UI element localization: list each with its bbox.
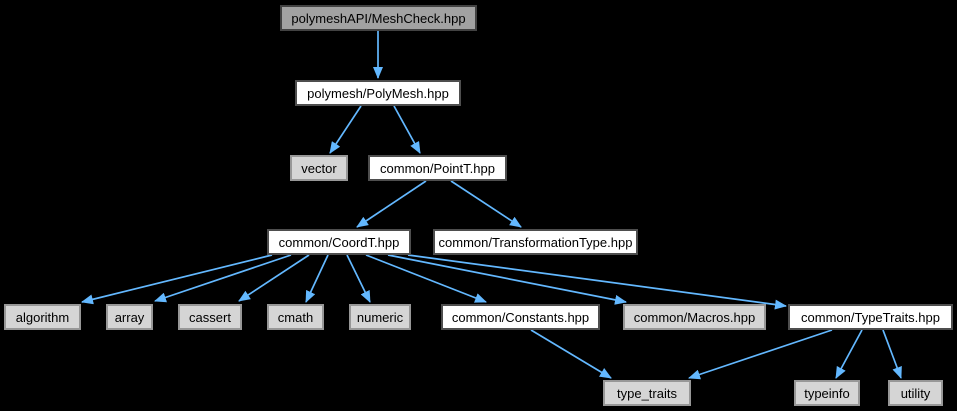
edge-typetraits-to-typeinfo — [835, 329, 863, 379]
edge-coordt-to-algorithm — [81, 254, 273, 305]
edge-typetraits-to-utility — [882, 329, 902, 379]
edge-constants-to-type-traits — [530, 329, 612, 379]
edge-polymesh-to-vector — [329, 105, 362, 154]
edge-coordt-to-cassert — [238, 254, 310, 302]
node-array[interactable]: array — [106, 304, 153, 330]
node-numeric[interactable]: numeric — [349, 304, 411, 330]
node-polymeshapi-meshcheck-hpp[interactable]: polymeshAPI/MeshCheck.hpp — [280, 5, 477, 31]
edge-pointt-to-coordt — [356, 180, 427, 228]
edge-coordt-to-typetraits — [407, 254, 787, 310]
node-common-constants-hpp[interactable]: common/Constants.hpp — [441, 304, 600, 330]
edge-coordt-to-cmath — [305, 254, 329, 303]
edge-polymesh-to-pointt — [393, 105, 421, 154]
node-typeinfo[interactable]: typeinfo — [794, 380, 860, 406]
node-common-transformationtype-hpp[interactable]: common/TransformationType.hpp — [433, 229, 638, 255]
edge-coordt-to-numeric — [346, 254, 371, 303]
node-utility[interactable]: utility — [888, 380, 943, 406]
node-algorithm[interactable]: algorithm — [4, 304, 81, 330]
edge-coordt-to-macros — [387, 254, 627, 305]
node-cmath[interactable]: cmath — [267, 304, 324, 330]
node-cassert[interactable]: cassert — [178, 304, 242, 330]
node-common-pointt-hpp[interactable]: common/PointT.hpp — [368, 155, 507, 181]
edge-coordt-to-array — [154, 254, 292, 303]
node-vector[interactable]: vector — [290, 155, 348, 181]
edge-coordt-to-constants — [365, 254, 487, 303]
node-common-macros-hpp[interactable]: common/Macros.hpp — [623, 304, 766, 330]
node-polymesh-polymesh-hpp[interactable]: polymesh/PolyMesh.hpp — [295, 80, 461, 106]
edge-typetraits-to-type-traits — [688, 329, 833, 380]
node-common-coordt-hpp[interactable]: common/CoordT.hpp — [267, 229, 411, 255]
node-common-typetraits-hpp[interactable]: common/TypeTraits.hpp — [788, 304, 953, 330]
edge-pointt-to-transformationtype — [450, 180, 522, 228]
node-type-traits[interactable]: type_traits — [603, 380, 691, 406]
